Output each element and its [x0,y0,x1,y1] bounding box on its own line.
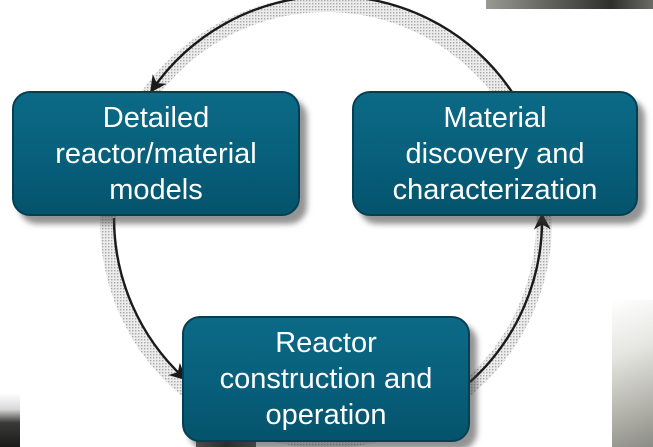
arrow-reactor-to-discovery [469,212,551,383]
node-label: Material discovery and characterization [392,101,598,206]
node-material-discovery: Material discovery and characterization [352,91,638,216]
node-label: Detailed reactor/material models [55,101,257,206]
arrow-models-to-reactor [112,217,187,381]
background-photo-fragment [486,0,653,9]
node-label: Reactor construction and operation [219,327,433,431]
node-detailed-models: Detailed reactor/material models [12,91,300,216]
arrow-discovery-to-models [150,0,513,93]
background-photo-fragment [612,300,653,447]
background-photo-fragment [0,393,20,447]
node-reactor-construction: Reactor construction and operation [182,316,470,442]
